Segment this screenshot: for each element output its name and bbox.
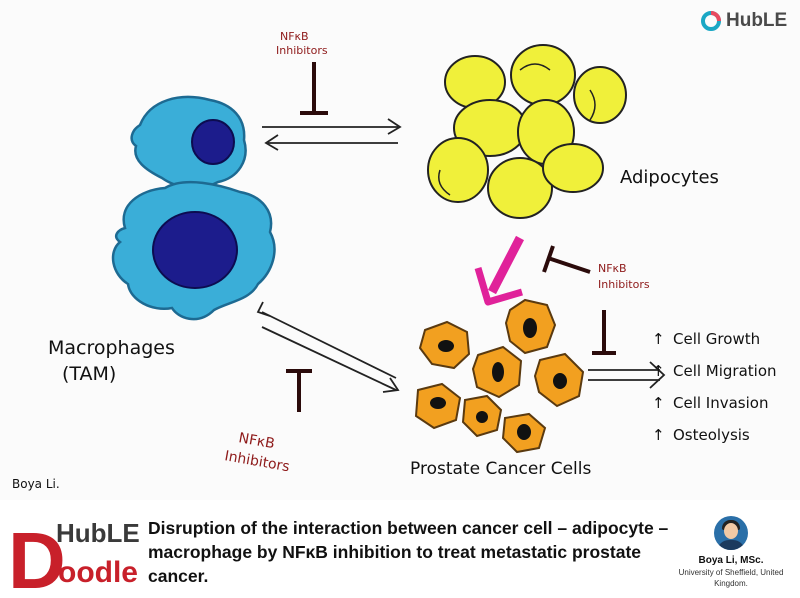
outcome-cell-invasion: Cell Invasion: [673, 394, 768, 412]
macrophage-nucleus-top: [191, 119, 235, 165]
artist-signature: Boya Li.: [12, 477, 60, 491]
author-affiliation: University of Sheffield, United Kingdom.: [678, 568, 784, 588]
adipocyte-contour: [438, 169, 451, 196]
huble-logo-text: HubLE: [726, 10, 788, 31]
cancer-cell-nucleus: [438, 340, 454, 352]
inhibitor-bar-right-2: [592, 310, 616, 355]
cancer-cell-nucleus: [430, 397, 446, 409]
prostate-cancer-cells-label: Prostate Cancer Cells: [410, 459, 591, 479]
outcome-osteolysis: Osteolysis: [673, 426, 750, 444]
adipocyte-cell: [487, 157, 553, 219]
inhibitor-bar-right-1: [542, 245, 591, 274]
adipocyte-cell: [427, 137, 489, 203]
author-block: Boya Li, MSc. University of Sheffield, U…: [666, 516, 796, 589]
cancer-cell-nucleus: [476, 411, 488, 423]
author-name: Boya Li, MSc.: [698, 555, 764, 566]
diagram-caption: Disruption of the interaction between ca…: [148, 518, 669, 586]
macrophage-nucleus-bottom: [152, 211, 238, 289]
macrophage-group: [111, 95, 276, 321]
huble-logo: HubLE: [700, 8, 787, 34]
adipocyte-contour: [589, 89, 596, 121]
outcome-cell-growth: Cell Growth: [673, 330, 760, 348]
arrow-macrophage-adipocyte: [262, 118, 402, 151]
adipocyte-contour: [519, 63, 551, 71]
inhibitor-bar-top: [300, 62, 328, 115]
macrophages-label-line2: (TAM): [62, 363, 116, 385]
adipocyte-cell: [573, 66, 627, 124]
outcome-arrow: ↑: [652, 426, 665, 444]
outcome-arrow: ↑: [652, 330, 665, 348]
huble-doodle-logo: D HubLE oodle: [8, 512, 143, 598]
cancer-cell-cluster: [414, 298, 585, 454]
footer: [0, 500, 800, 598]
cancer-cell-nucleus: [517, 424, 531, 440]
arrow-macrophage-cancer: [256, 301, 400, 393]
macrophages-label-line1: Macrophages: [48, 337, 175, 359]
diagram-canvas: Adipocytes Macrophages (TAM) Prostate Ca…: [12, 30, 777, 491]
highlight-arrow-adipocyte-cancer: [474, 235, 524, 306]
doodle-logo-bottom: oodle: [58, 556, 138, 589]
adipocytes-label: Adipocytes: [620, 167, 719, 188]
adipocyte-cluster: [427, 44, 627, 219]
inhibitor-bottom-line2: Inhibitors: [223, 448, 290, 475]
inhibitor-bottom-line1: NFκB: [237, 430, 276, 452]
doodle-logo-top: HubLE: [56, 518, 140, 548]
inhibitor-right-line2: Inhibitors: [598, 278, 650, 291]
author-avatar: [714, 516, 748, 550]
inhibitor-top-line2: Inhibitors: [276, 44, 328, 57]
arrow-cancer-outcomes: [588, 361, 666, 389]
cancer-cell-nucleus: [523, 318, 537, 338]
outcome-cell-migration: Cell Migration: [673, 362, 777, 380]
inhibitor-right-line1: NFκB: [598, 262, 627, 275]
cancer-cell-nucleus: [553, 373, 567, 389]
outcome-arrow: ↑: [652, 362, 665, 380]
adipocyte-cell: [542, 143, 604, 193]
adipocyte-cell: [510, 44, 576, 106]
huble-logo-icon: [701, 11, 721, 31]
diagram-svg: Adipocytes Macrophages (TAM) Prostate Ca…: [12, 30, 777, 491]
doodle-logo-letter: D: [8, 516, 66, 592]
outcomes-list: ↑ Cell Growth ↑ Cell Migration ↑ Cell In…: [652, 330, 777, 444]
doodle-logo-svg: D HubLE oodle: [8, 516, 140, 598]
outcome-arrow: ↑: [652, 394, 665, 412]
inhibitor-top-line1: NFκB: [280, 30, 309, 43]
cancer-cell-nucleus: [492, 362, 504, 382]
inhibitor-bar-bottom: [286, 369, 312, 412]
